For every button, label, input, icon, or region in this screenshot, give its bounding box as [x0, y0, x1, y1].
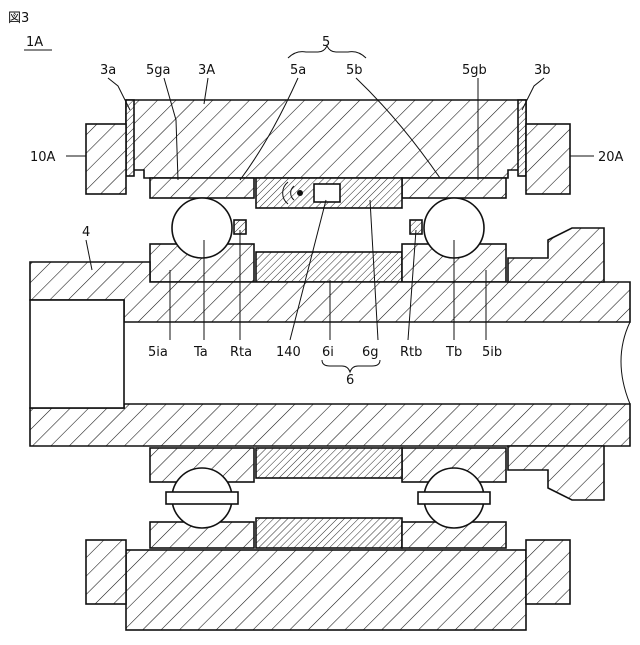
label-5: 5: [322, 35, 330, 50]
sensor-140: [314, 184, 340, 202]
sensor-dot: [297, 190, 303, 196]
label-5ga: 5ga: [146, 63, 171, 78]
label-3b: 3b: [534, 63, 551, 78]
label-5gb: 5gb: [462, 63, 487, 78]
label-6i: 6i: [322, 345, 334, 360]
label-5a: 5a: [290, 63, 306, 78]
housing-lower: [126, 550, 526, 630]
shaft-bore: [30, 300, 124, 408]
frame-10A-upper: [86, 124, 126, 194]
figure-number: 図3: [8, 11, 29, 26]
frame-20A-upper: [526, 124, 570, 194]
label-Ta: Ta: [193, 345, 208, 360]
label-3a: 3a: [100, 63, 116, 78]
label-5b: 5b: [346, 63, 363, 78]
label-10A: 10A: [30, 150, 56, 165]
outer-ring-5ga: [150, 178, 254, 198]
label-5ia: 5ia: [148, 345, 168, 360]
lock-nut-lower: [508, 446, 604, 500]
lock-nut-upper: [508, 228, 604, 282]
label-140: 140: [276, 345, 301, 360]
spacer-6i-upper: [256, 252, 402, 282]
cage-lower-a: [166, 492, 238, 504]
label-3A: 3A: [198, 63, 215, 78]
label-20A: 20A: [598, 150, 624, 165]
shaft-4-lower: [30, 404, 630, 446]
label-Rta: Rta: [230, 345, 252, 360]
seal-3b: [518, 100, 526, 176]
frame-10A-lower: [86, 540, 126, 604]
label-6: 6: [346, 373, 354, 388]
outer-ring-5gb: [402, 178, 506, 198]
label-4: 4: [82, 225, 90, 240]
frame-20A-lower: [526, 540, 570, 604]
seal-3a: [126, 100, 134, 176]
ball-Ta: [172, 198, 232, 258]
cage-lower-b: [418, 492, 490, 504]
label-5ib: 5ib: [482, 345, 502, 360]
spacer-6g-lower: [256, 518, 402, 548]
label-6g: 6g: [362, 345, 379, 360]
assembly-label: 1A: [26, 35, 43, 50]
spacer-6i-lower: [256, 448, 402, 478]
shaft-break-line: [621, 322, 630, 404]
label-Rtb: Rtb: [400, 345, 422, 360]
leader-lines: [66, 46, 594, 372]
housing-3A: [126, 100, 526, 178]
label-Tb: Tb: [445, 345, 462, 360]
